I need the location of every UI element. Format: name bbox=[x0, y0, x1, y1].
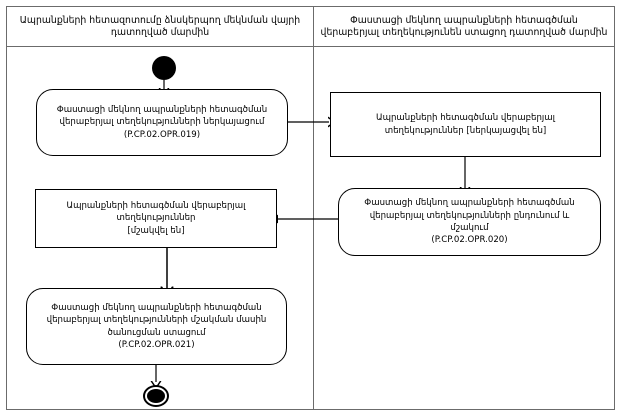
lane-header-left-line-2: դատողված մարմին bbox=[110, 27, 210, 38]
activity-node-opr-020-line-3: մշակում bbox=[450, 223, 489, 233]
activity-node-opr-019-line-3: (P.CP.02.OPR.019) bbox=[123, 129, 201, 140]
object-node-information-presented-line-2: տեղեկություններ [ներկայացվել են] bbox=[384, 125, 547, 136]
activity-node-opr-021-line-2: վերաբերյալ տեղեկությունների մշակման մասի… bbox=[46, 315, 267, 326]
swimlane-header-left: Ապրանքների հետազոտումը ձնսկերպող մեկնման… bbox=[7, 9, 313, 45]
lane-header-divider bbox=[6, 46, 615, 47]
object-node-information-presented-line-1: Ապրանքների հետագծման վերաբերյալ bbox=[376, 113, 555, 124]
activity-node-opr-020-line-4: (P.CP.02.OPR.020) bbox=[431, 235, 508, 246]
activity-node-opr-019[interactable]: Փաստացի մեկնող ապրանքների հետագծման վերա… bbox=[36, 89, 288, 156]
activity-node-opr-021[interactable]: Փաստացի մեկնող ապրանքների հետագծման վերա… bbox=[26, 288, 287, 365]
swimlane-divider bbox=[313, 6, 314, 410]
activity-node-opr-020[interactable]: Փաստացի մեկնող ապրանքների հետագծման վերա… bbox=[338, 188, 601, 256]
activity-node-opr-019-line-2: վերաբերյալ տեղեկությունների ներկայացում bbox=[59, 117, 265, 128]
object-node-information-processed-line-2: տեղեկություններ bbox=[116, 213, 196, 224]
activity-node-opr-021-line-1: Փաստացի մեկնող ապրանքների հետագծման bbox=[51, 302, 262, 313]
swimlane-header-right: Փաստացի մեկնող ապրանքների հետագծման վերա… bbox=[314, 9, 614, 45]
lane-header-right-line-2: տեղեկությունեն ստացող դատողված մարմին bbox=[382, 27, 608, 38]
initial-node[interactable] bbox=[152, 56, 176, 80]
lane-header-left-line-1: Ապրանքների հետազոտումը ձնսկերպող մեկնման… bbox=[19, 14, 301, 26]
object-node-information-processed-line-3: [մշակվել են] bbox=[127, 225, 185, 236]
activity-node-opr-019-line-1: Փաստացի մեկնող ապրանքների հետագծման bbox=[56, 104, 268, 115]
activity-node-opr-020-line-1: Փաստացի մեկնող ապրանքների հետագծման bbox=[364, 198, 575, 209]
object-node-information-processed-line-1: Ապրանքների հետագծման վերաբերյալ bbox=[66, 200, 246, 211]
object-node-information-processed[interactable]: Ապրանքների հետագծման վերաբերյալ տեղեկութ… bbox=[35, 189, 277, 248]
activity-node-opr-021-line-4: (P.CP.02.OPR.021) bbox=[118, 339, 195, 350]
activity-node-opr-020-line-2: վերաբերյալ տեղեկությունների ընդունում և bbox=[369, 210, 570, 221]
object-node-information-presented[interactable]: Ապրանքների հետագծման վերաբերյալ տեղեկութ… bbox=[330, 92, 601, 157]
lane-header-right-line-1: Փաստացի մեկնող ապրանքների հետագծման վերա… bbox=[320, 14, 578, 39]
activity-node-opr-021-line-3: ծանուցման ստացում bbox=[107, 327, 206, 338]
final-node[interactable] bbox=[143, 385, 169, 407]
